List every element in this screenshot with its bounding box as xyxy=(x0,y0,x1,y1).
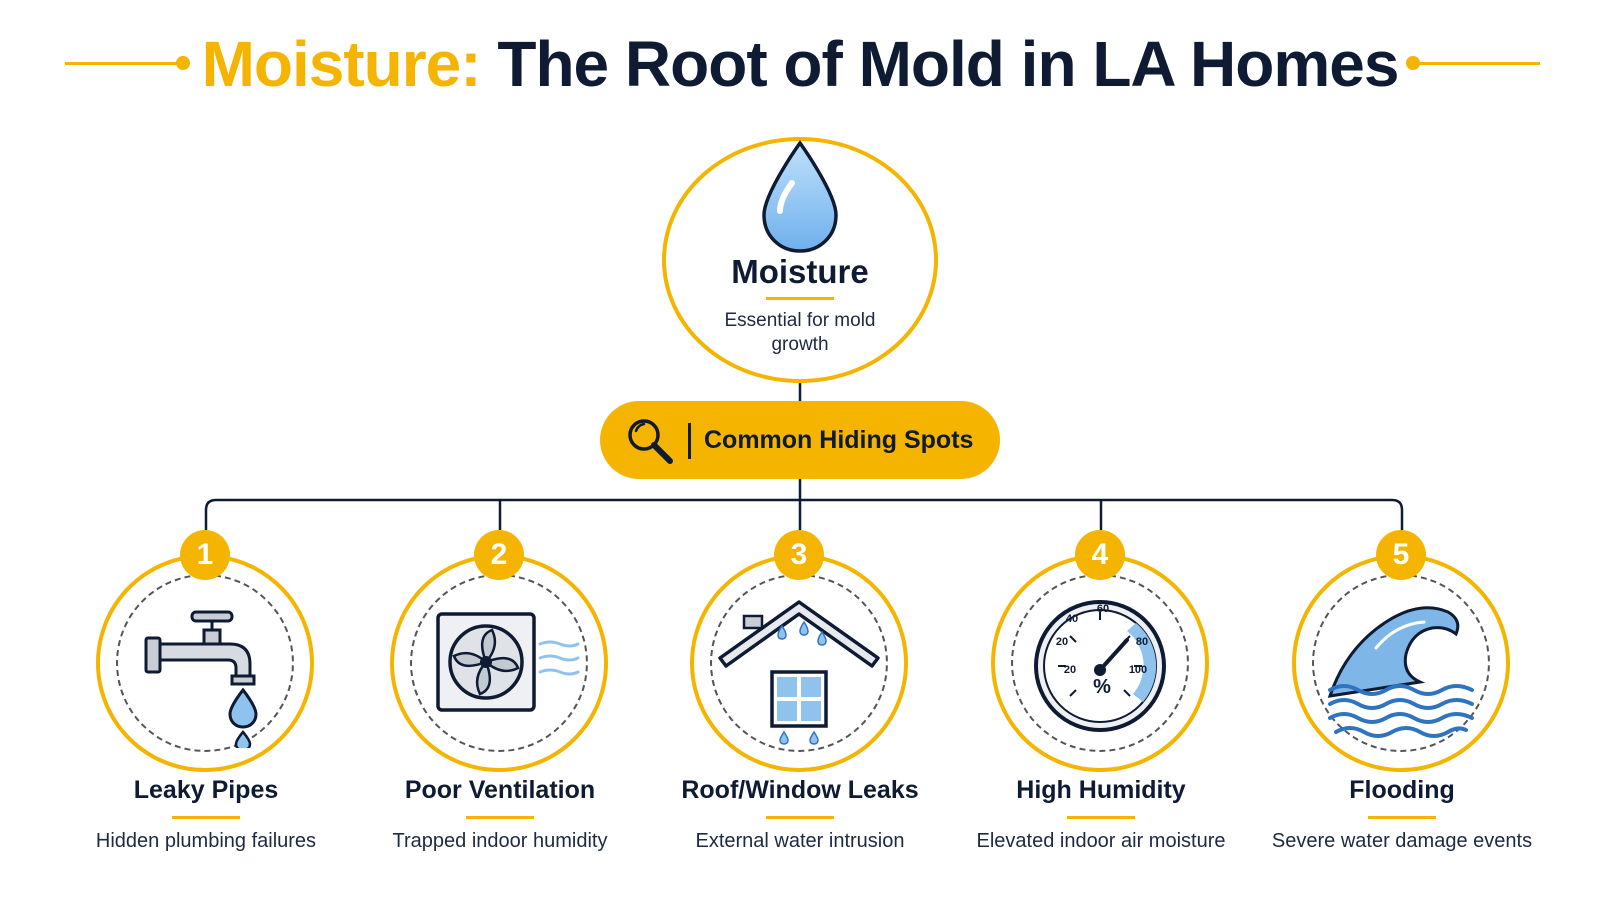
spot-number-badge: 1 xyxy=(180,530,230,580)
spot-description: External water intrusion xyxy=(695,830,905,852)
gauge-tick-20-lower: 20 xyxy=(1063,664,1077,676)
spot-description: Trapped indoor humidity xyxy=(392,830,608,852)
spot-divider xyxy=(172,816,240,819)
center-divider xyxy=(766,297,834,300)
wave-icon xyxy=(1327,606,1474,738)
center-description: Essential for mold growth xyxy=(724,310,876,355)
gauge-tick-40: 40 xyxy=(1065,613,1079,625)
gauge-unit: % xyxy=(1093,676,1111,698)
spot-roof-window-leaks: 3 Roof/Window Leaks External water intru… xyxy=(650,530,950,860)
title-rest: The Root of Mold in LA Homes xyxy=(497,28,1399,100)
hiding-spots-pill: Common Hiding Spots xyxy=(600,401,1000,479)
spot-divider xyxy=(1368,816,1436,819)
spot-flooding: 5 Flooding Severe water damage events xyxy=(1252,530,1552,860)
gauge-tick-20-upper: 20 xyxy=(1055,636,1069,648)
spot-number-badge: 5 xyxy=(1376,530,1426,580)
title-rule-left xyxy=(65,62,177,65)
spot-divider xyxy=(466,816,534,819)
hygrometer-icon xyxy=(1034,600,1166,732)
spot-divider xyxy=(1067,816,1135,819)
faucet-icon xyxy=(144,610,258,748)
page-title: Moisture: The Root of Mold in LA Homes xyxy=(200,22,1400,106)
exhaust-fan-icon xyxy=(436,612,580,712)
house-leak-icon xyxy=(718,600,880,745)
pill-label: Common Hiding Spots xyxy=(704,426,974,454)
spot-title: Flooding xyxy=(1349,776,1455,804)
spot-number-badge: 2 xyxy=(474,530,524,580)
spot-high-humidity: 4 60 40 80 20 20 100 % High Humidity Ele… xyxy=(951,530,1251,860)
moisture-node: Moisture Essential for mold growth xyxy=(662,137,938,383)
spot-title: Leaky Pipes xyxy=(133,776,279,804)
spot-title: High Humidity xyxy=(1016,776,1186,804)
spot-poor-ventilation: 2 Poor Ventilation Trapped indoor humidi… xyxy=(350,530,650,860)
pill-separator xyxy=(688,423,691,459)
spot-title: Roof/Window Leaks xyxy=(681,776,919,804)
spot-number-badge: 4 xyxy=(1075,530,1125,580)
spot-title: Poor Ventilation xyxy=(404,776,596,804)
title-bar: Moisture: The Root of Mold in LA Homes xyxy=(0,22,1600,106)
water-drop-icon xyxy=(762,140,838,253)
spot-leaky-pipes: 1 Leaky Pipes Hidden plumbing failures xyxy=(56,530,356,860)
title-accent: Moisture: xyxy=(201,28,482,100)
title-rule-right xyxy=(1418,62,1540,65)
title-dot-right xyxy=(1406,56,1420,70)
title-dot-left xyxy=(176,56,190,70)
gauge-tick-60: 60 xyxy=(1096,603,1110,615)
spot-divider xyxy=(766,816,834,819)
gauge-tick-100: 100 xyxy=(1128,664,1148,676)
gauge-tick-80: 80 xyxy=(1135,636,1149,648)
spot-description: Hidden plumbing failures xyxy=(95,830,317,852)
spot-description: Severe water damage events xyxy=(1271,830,1533,852)
magnifier-icon xyxy=(628,419,673,464)
spot-description: Elevated indoor air moisture xyxy=(976,830,1226,852)
spot-number-badge: 3 xyxy=(774,530,824,580)
center-name: Moisture xyxy=(731,253,869,290)
